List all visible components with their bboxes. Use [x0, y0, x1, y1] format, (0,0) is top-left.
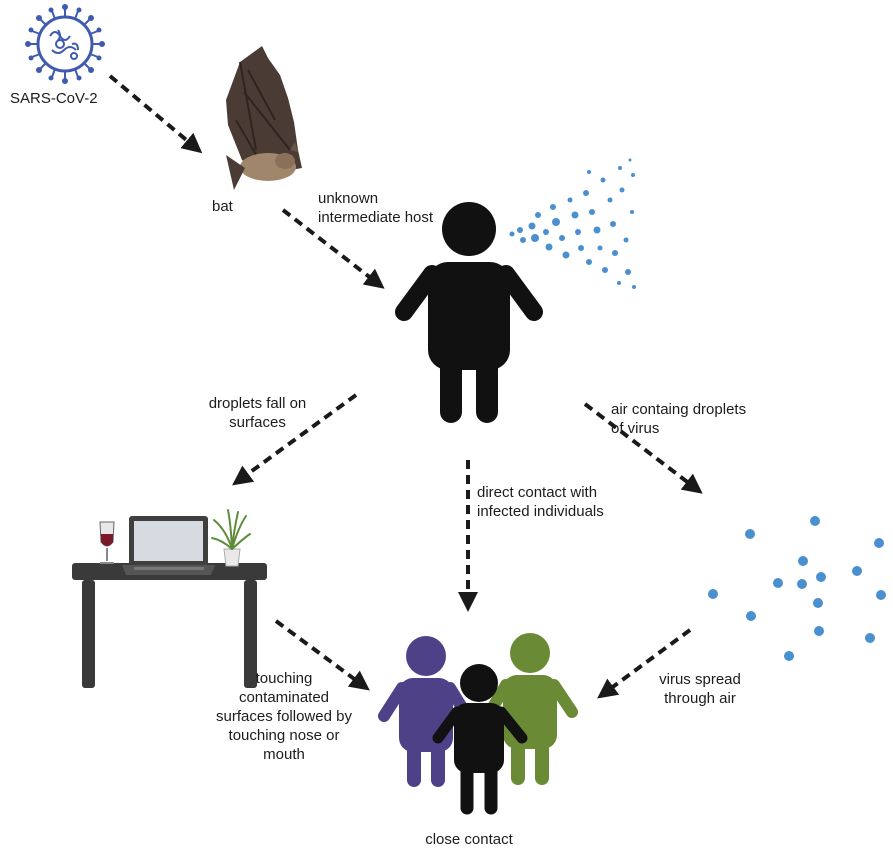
direct-contact-line-2: infected individuals: [477, 503, 604, 520]
airborne-droplets: [708, 516, 886, 661]
bat-icon: [226, 46, 302, 190]
plant-icon: [211, 509, 251, 567]
air-droplets-line-2: of virus: [611, 420, 660, 437]
virus-label: SARS-CoV-2: [10, 90, 98, 107]
bat-label: bat: [212, 198, 233, 215]
air-droplets-label: air containg droplets of virus: [611, 400, 746, 438]
laptop-icon: [122, 516, 215, 575]
virus-spread-line-2: through air: [664, 690, 736, 707]
intermediate-host-label: unknown intermediate host: [318, 189, 433, 227]
arrow-person-to-air: [583, 402, 703, 494]
direct-contact-label: direct contact with infected individuals: [477, 483, 604, 521]
intermediate-host-line-1: unknown: [318, 190, 379, 207]
person-black-icon: [432, 664, 528, 815]
touching-line-5: mouth: [263, 746, 305, 763]
virus-spread-line-1: virus spread: [659, 671, 741, 688]
sneeze-droplets: [509, 158, 636, 289]
arrow-air-to-close-contact: [597, 628, 692, 699]
droplets-fall-label: droplets fall on surfaces: [190, 394, 325, 432]
close-contact-group: [378, 633, 578, 815]
arrow-bat-to-person: [281, 208, 385, 289]
air-droplets-line-1: air containg droplets: [611, 401, 747, 418]
touching-line-3: surfaces followed by: [216, 708, 352, 725]
droplets-fall-line-1: droplets fall on: [208, 395, 307, 412]
virus-icon: [25, 4, 105, 84]
infected-person-icon: [395, 202, 543, 423]
arrow-person-to-surfaces: [232, 393, 358, 486]
touching-line-1: touching: [255, 670, 313, 687]
touching-surfaces-label: touching contaminated surfaces followed …: [214, 669, 354, 764]
touching-line-4: touching nose or: [228, 727, 340, 744]
droplets-fall-line-2: surfaces: [229, 414, 286, 431]
table-icon: [72, 563, 267, 688]
direct-contact-line-1: direct contact with: [477, 484, 598, 501]
virus-spread-label: virus spread through air: [645, 670, 755, 708]
touching-line-2: contaminated: [238, 689, 330, 706]
intermediate-host-line-2: intermediate host: [318, 209, 434, 226]
arrow-surfaces-to-close-contact: [274, 619, 370, 691]
arrow-virus-to-bat: [108, 74, 203, 154]
close-contact-label: close contact: [425, 831, 513, 848]
wine-glass-icon: [99, 521, 115, 564]
